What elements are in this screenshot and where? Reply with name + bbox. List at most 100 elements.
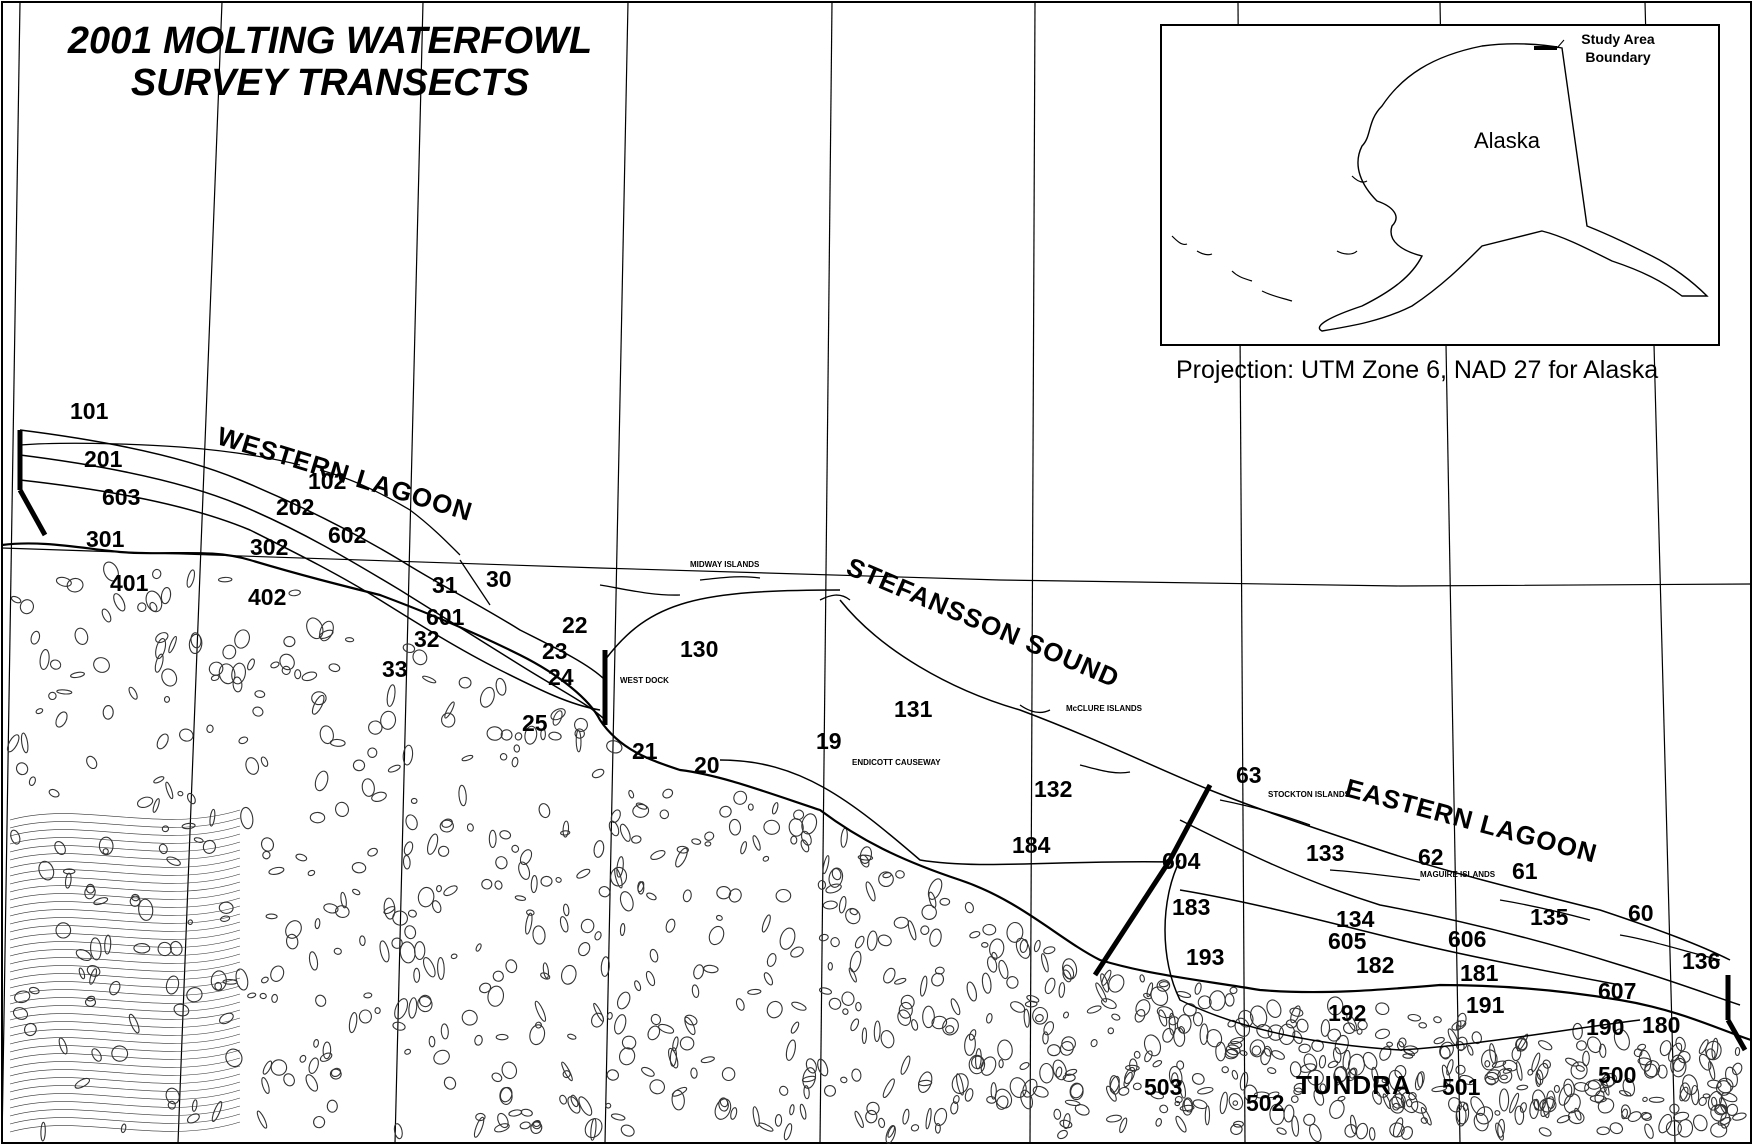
tundra-lake	[825, 883, 842, 894]
tundra-lake	[907, 920, 917, 941]
tundra-lake	[10, 595, 22, 604]
transect-label: 133	[1306, 840, 1345, 866]
tundra-lake	[540, 875, 553, 887]
transect-label: 202	[276, 494, 315, 520]
tundra-lake	[637, 881, 645, 893]
transect-label: 500	[1598, 1062, 1637, 1088]
tundra-lake	[981, 972, 992, 994]
tundra-lake	[1542, 1099, 1550, 1119]
tundra-lake	[247, 992, 257, 999]
tundra-lake	[1059, 1041, 1074, 1056]
tundra-lake	[830, 937, 840, 948]
tundra-lake	[1221, 1066, 1229, 1074]
tundra-lake	[1484, 1076, 1496, 1086]
tundra-lake	[799, 1103, 807, 1120]
tundra-lake	[659, 809, 670, 820]
tundra-lake	[1575, 1065, 1585, 1072]
tundra-lake	[897, 1009, 912, 1026]
tundra-lake	[109, 980, 121, 996]
tundra-lake	[1609, 1122, 1624, 1135]
tundra-lake	[1327, 1028, 1342, 1042]
tundra-lake	[1064, 1099, 1081, 1107]
tundra-lake	[98, 836, 114, 856]
tundra-lake	[574, 717, 588, 732]
tundra-lake	[525, 912, 533, 935]
tundra-lake	[1441, 1064, 1451, 1085]
tundra-lake	[437, 957, 445, 980]
tundra-lake	[1633, 1048, 1643, 1058]
tundra-lake	[188, 633, 203, 655]
tundra-lake	[925, 1107, 932, 1130]
place-midway: MIDWAY ISLANDS	[690, 560, 760, 569]
tundra-lake	[1589, 1094, 1607, 1103]
tundra-lake	[499, 1087, 513, 1105]
tundra-lake	[518, 861, 531, 880]
tundra-lake	[313, 1115, 326, 1129]
transect-label: 503	[1144, 1074, 1183, 1100]
tundra-lake	[986, 956, 998, 973]
tundra-lake	[766, 1000, 783, 1019]
transect-label: 401	[110, 570, 149, 596]
tundra-contour	[9, 1073, 241, 1085]
tundra-lake	[788, 818, 804, 837]
tundra-lake	[1467, 1044, 1474, 1056]
tundra-lake	[1062, 1073, 1076, 1082]
tundra-lake	[1637, 1043, 1647, 1051]
tundra-lake	[1582, 1050, 1590, 1067]
tundra-lake	[268, 866, 285, 875]
tundra-lake	[19, 599, 34, 615]
tundra-lake	[1320, 1019, 1331, 1037]
transect-label: 601	[426, 604, 465, 630]
tundra-lake	[499, 830, 512, 840]
tundra-lake	[1516, 1061, 1523, 1081]
tundra-lake	[920, 925, 930, 936]
tundra-lake	[394, 998, 409, 1020]
inset-state-label: Alaska	[1474, 128, 1541, 153]
tundra-lake	[333, 947, 342, 955]
tundra-lake	[567, 1033, 577, 1040]
tundra-lake	[1658, 1113, 1673, 1134]
tundra-lake	[351, 862, 367, 874]
tundra-lake	[208, 661, 224, 676]
tundra-contour	[9, 1121, 241, 1133]
tundra-lake	[1698, 1053, 1712, 1071]
tundra-lake	[1519, 1102, 1527, 1113]
tundra-lake	[917, 1079, 933, 1087]
tundra-lake	[1389, 1122, 1405, 1138]
tundra-lake	[900, 1055, 911, 1075]
tundra-lake	[975, 1048, 982, 1070]
tundra-lake	[1026, 994, 1040, 1003]
tundra-lake	[562, 903, 570, 917]
tundra-lake	[407, 909, 417, 918]
tundra-lake	[6, 734, 20, 753]
tundra-lake	[222, 644, 237, 660]
tundra-lake	[618, 1047, 636, 1066]
tundra-lake	[206, 724, 214, 734]
tundra-lake	[1613, 1028, 1630, 1051]
tundra-lake	[574, 728, 585, 739]
tundra-lake	[783, 1123, 793, 1141]
place-west-dock: WEST DOCK	[620, 676, 669, 685]
tundra-lake	[85, 883, 95, 894]
tundra-lake	[160, 587, 172, 605]
tundra-lake	[494, 880, 503, 890]
tundra-lake	[474, 1034, 483, 1046]
tundra-lake	[307, 869, 316, 877]
boundary-leader-line-2	[1556, 39, 1565, 49]
tundra-lake	[1459, 1074, 1476, 1086]
tundra-lake	[561, 1061, 573, 1082]
tundra-lake	[950, 998, 961, 1016]
tundra-lake	[153, 776, 165, 784]
tundra-lake	[1267, 1067, 1277, 1075]
tundra-lake	[238, 736, 249, 745]
tundra-lake	[1499, 1088, 1510, 1112]
tundra-lake	[461, 754, 474, 762]
tundra-lake	[220, 915, 231, 922]
tundra-lake	[728, 818, 742, 836]
tundra-lake	[499, 753, 508, 761]
tundra-lake	[598, 886, 611, 898]
tundra-lake	[1289, 1007, 1304, 1017]
tundra-lake	[441, 712, 456, 728]
tundra-lake	[747, 988, 762, 995]
tundra-lake	[1368, 1127, 1376, 1141]
